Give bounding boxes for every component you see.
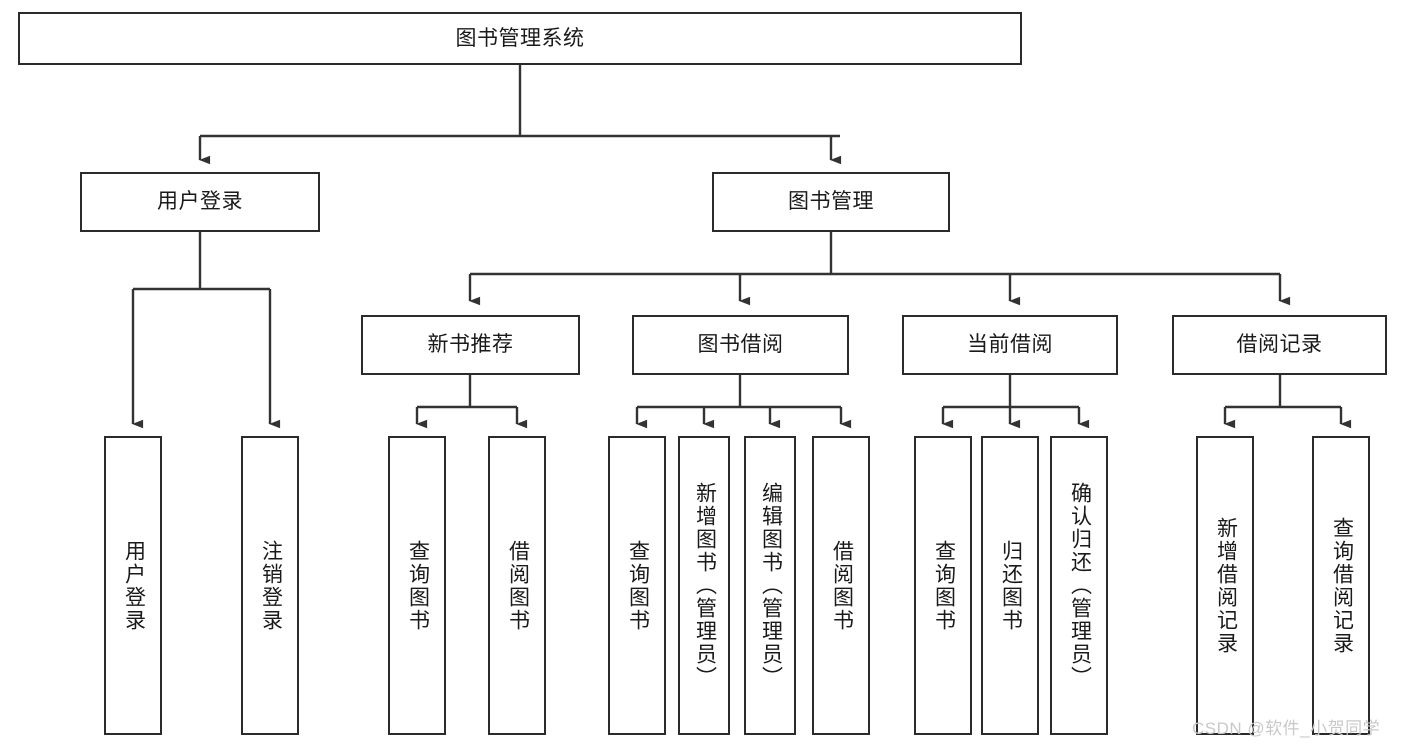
node-label: 注销登录 [259, 539, 283, 632]
node-leaf-add-book-admin[interactable]: 新增图书（管理员） [678, 436, 730, 735]
node-label: 确认归还（管理员） [1068, 482, 1092, 689]
node-leaf-user-login[interactable]: 用户登录 [104, 436, 162, 735]
node-label: 借阅记录 [1236, 333, 1323, 357]
node-new-book-recommend[interactable]: 新书推荐 [361, 315, 580, 375]
node-leaf-return-book[interactable]: 归还图书 [981, 436, 1039, 735]
node-book-management[interactable]: 图书管理 [712, 172, 950, 232]
node-label: 新增图书（管理员） [693, 482, 717, 689]
node-leaf-logout-login[interactable]: 注销登录 [241, 436, 299, 735]
node-label: 查询图书 [626, 539, 650, 632]
node-label: 借阅图书 [506, 539, 530, 632]
node-leaf-edit-book-admin[interactable]: 编辑图书（管理员） [744, 436, 796, 735]
node-label: 新增借阅记录 [1214, 516, 1238, 655]
node-leaf-confirm-return-admin[interactable]: 确认归还（管理员） [1050, 436, 1108, 735]
node-label: 查询图书 [406, 539, 430, 632]
node-leaf-query-book-current[interactable]: 查询图书 [914, 436, 972, 735]
node-leaf-borrow-book[interactable]: 借阅图书 [812, 436, 870, 735]
node-label: 查询图书 [932, 539, 956, 632]
node-borrow-record[interactable]: 借阅记录 [1172, 315, 1387, 375]
node-leaf-query-borrow-record[interactable]: 查询借阅记录 [1312, 436, 1370, 735]
node-label: 图书管理系统 [455, 26, 585, 50]
node-label: 用户登录 [122, 539, 146, 632]
node-label: 新书推荐 [427, 333, 514, 357]
node-label: 当前借阅 [967, 333, 1053, 357]
node-label: 编辑图书（管理员） [759, 482, 783, 689]
node-leaf-borrow-book-recommend[interactable]: 借阅图书 [488, 436, 546, 735]
node-root-book-management-system[interactable]: 图书管理系统 [18, 12, 1022, 65]
node-label: 图书借阅 [697, 333, 784, 357]
node-current-borrow[interactable]: 当前借阅 [902, 315, 1118, 375]
node-leaf-query-book-borrow[interactable]: 查询图书 [608, 436, 666, 735]
node-user-login[interactable]: 用户登录 [80, 172, 320, 232]
node-leaf-add-borrow-record[interactable]: 新增借阅记录 [1196, 436, 1254, 735]
node-label: 归还图书 [999, 539, 1023, 632]
node-label: 用户登录 [157, 190, 243, 214]
node-label: 查询借阅记录 [1330, 516, 1354, 655]
node-label: 借阅图书 [830, 539, 854, 632]
node-leaf-query-book-recommend[interactable]: 查询图书 [388, 436, 446, 735]
node-book-borrow[interactable]: 图书借阅 [632, 315, 849, 375]
node-label: 图书管理 [788, 190, 874, 214]
